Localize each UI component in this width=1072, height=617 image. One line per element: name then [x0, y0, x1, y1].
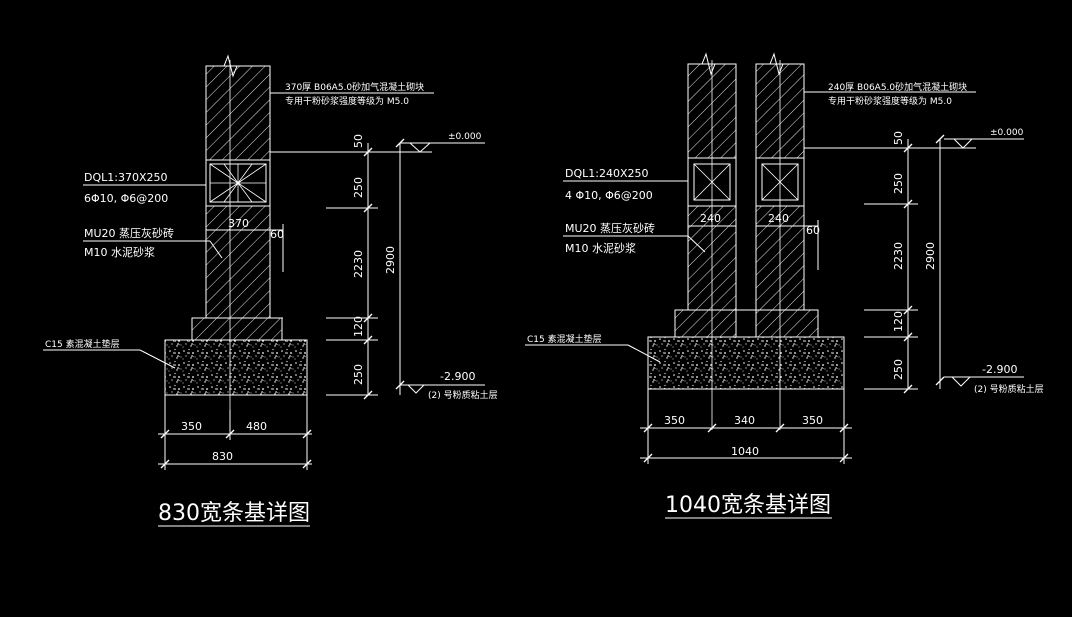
right-footing-step — [674, 309, 819, 338]
right-dim-v-2: 2230 — [892, 242, 905, 270]
left-dim-v-2: 2230 — [352, 250, 365, 278]
right-dim-v-0: 50 — [892, 131, 905, 145]
right-dim-v-4: 250 — [892, 359, 905, 380]
right-elev-bottom: -2.900 — [982, 363, 1017, 376]
left-dim-h-total: 830 — [212, 450, 233, 463]
left-wall-width: 370 — [228, 217, 249, 230]
left-wall-note-1: 370厚 B06A5.0砂加气混凝土砌块 — [285, 81, 424, 93]
right-dim-h-total: 1040 — [731, 445, 759, 458]
right-soil-label: (2) 号粉质粘土层 — [974, 383, 1044, 395]
left-elev-top-symbol — [409, 142, 431, 153]
left-mortar-label: M10 水泥砂浆 — [84, 245, 155, 259]
right-brick-label: MU20 蒸压灰砂砖 — [565, 221, 655, 235]
left-concrete-pad — [164, 339, 308, 396]
left-dim-v-1: 250 — [352, 177, 365, 198]
left-dim-h-0: 350 — [181, 420, 202, 433]
right-title: 1040宽条基详图 — [665, 493, 831, 518]
left-concrete-label: C15 素混凝土垫层 — [45, 338, 120, 350]
left-horizontal-dims: 350 480 830 — [158, 395, 312, 470]
right-elev-top-symbol — [953, 138, 973, 149]
right-detail: 240厚 B06A5.0砂加气混凝土砌块 专用干粉砂浆强度等级为 M5.0 ±0… — [525, 52, 1044, 519]
right-elev-bottom-symbol — [951, 376, 971, 387]
right-elev-top: ±0.000 — [990, 128, 1024, 138]
left-dim-total: 2900 — [384, 246, 397, 274]
right-concrete-label: C15 素混凝土垫层 — [527, 333, 602, 345]
right-concrete-pad — [647, 336, 845, 390]
right-wall-width-b: 240 — [768, 212, 789, 225]
right-horizontal-dims: 350 340 350 1040 — [640, 389, 852, 464]
right-dim-h-2: 350 — [802, 414, 823, 427]
left-dim-v-0: 50 — [352, 134, 365, 148]
right-wall-width-a: 240 — [700, 212, 721, 225]
right-mortar-label: M10 水泥砂浆 — [565, 241, 636, 255]
right-wall-note-2: 专用干粉砂浆强度等级为 M5.0 — [828, 95, 952, 107]
left-dim-h-1: 480 — [246, 420, 267, 433]
left-soil-label: (2) 号粉质粘土层 — [428, 389, 498, 401]
left-ring-beam — [205, 159, 271, 207]
right-dim-v-3: 120 — [892, 311, 905, 332]
right-vertical-dims: 50 250 2230 120 250 2900 — [864, 131, 945, 394]
left-title: 830宽条基详图 — [158, 501, 310, 526]
right-dim-h-0: 350 — [664, 414, 685, 427]
left-offset: 60 — [270, 228, 284, 241]
right-beam-rebar: 4 Φ10, Φ6@200 — [565, 189, 653, 202]
left-dim-v-4: 250 — [352, 364, 365, 385]
right-dim-total: 2900 — [924, 242, 937, 270]
left-detail: 370厚 B06A5.0砂加气混凝土砌块 专用干粉砂浆强度等级为 M5.0 ±0… — [43, 54, 498, 527]
left-vertical-dims: 50 250 2230 120 250 2900 — [326, 134, 405, 400]
left-beam-rebar: 6Φ10, Φ6@200 — [84, 192, 168, 205]
left-elev-bottom: -2.900 — [440, 370, 475, 383]
right-offset: 60 — [806, 224, 820, 237]
left-dim-v-3: 120 — [352, 316, 365, 337]
right-wall-note-1: 240厚 B06A5.0砂加气混凝土砌块 — [828, 81, 967, 93]
left-beam-label: DQL1:370X250 — [84, 171, 168, 184]
left-brick-label: MU20 蒸压灰砂砖 — [84, 226, 174, 240]
right-dim-v-1: 250 — [892, 173, 905, 194]
right-beam-label: DQL1:240X250 — [565, 167, 649, 180]
left-wall-note-2: 专用干粉砂浆强度等级为 M5.0 — [285, 95, 409, 107]
right-dim-h-1: 340 — [734, 414, 755, 427]
left-elev-top: ±0.000 — [448, 132, 482, 142]
left-footing-step — [191, 317, 283, 341]
left-elev-bottom-symbol — [407, 384, 425, 394]
